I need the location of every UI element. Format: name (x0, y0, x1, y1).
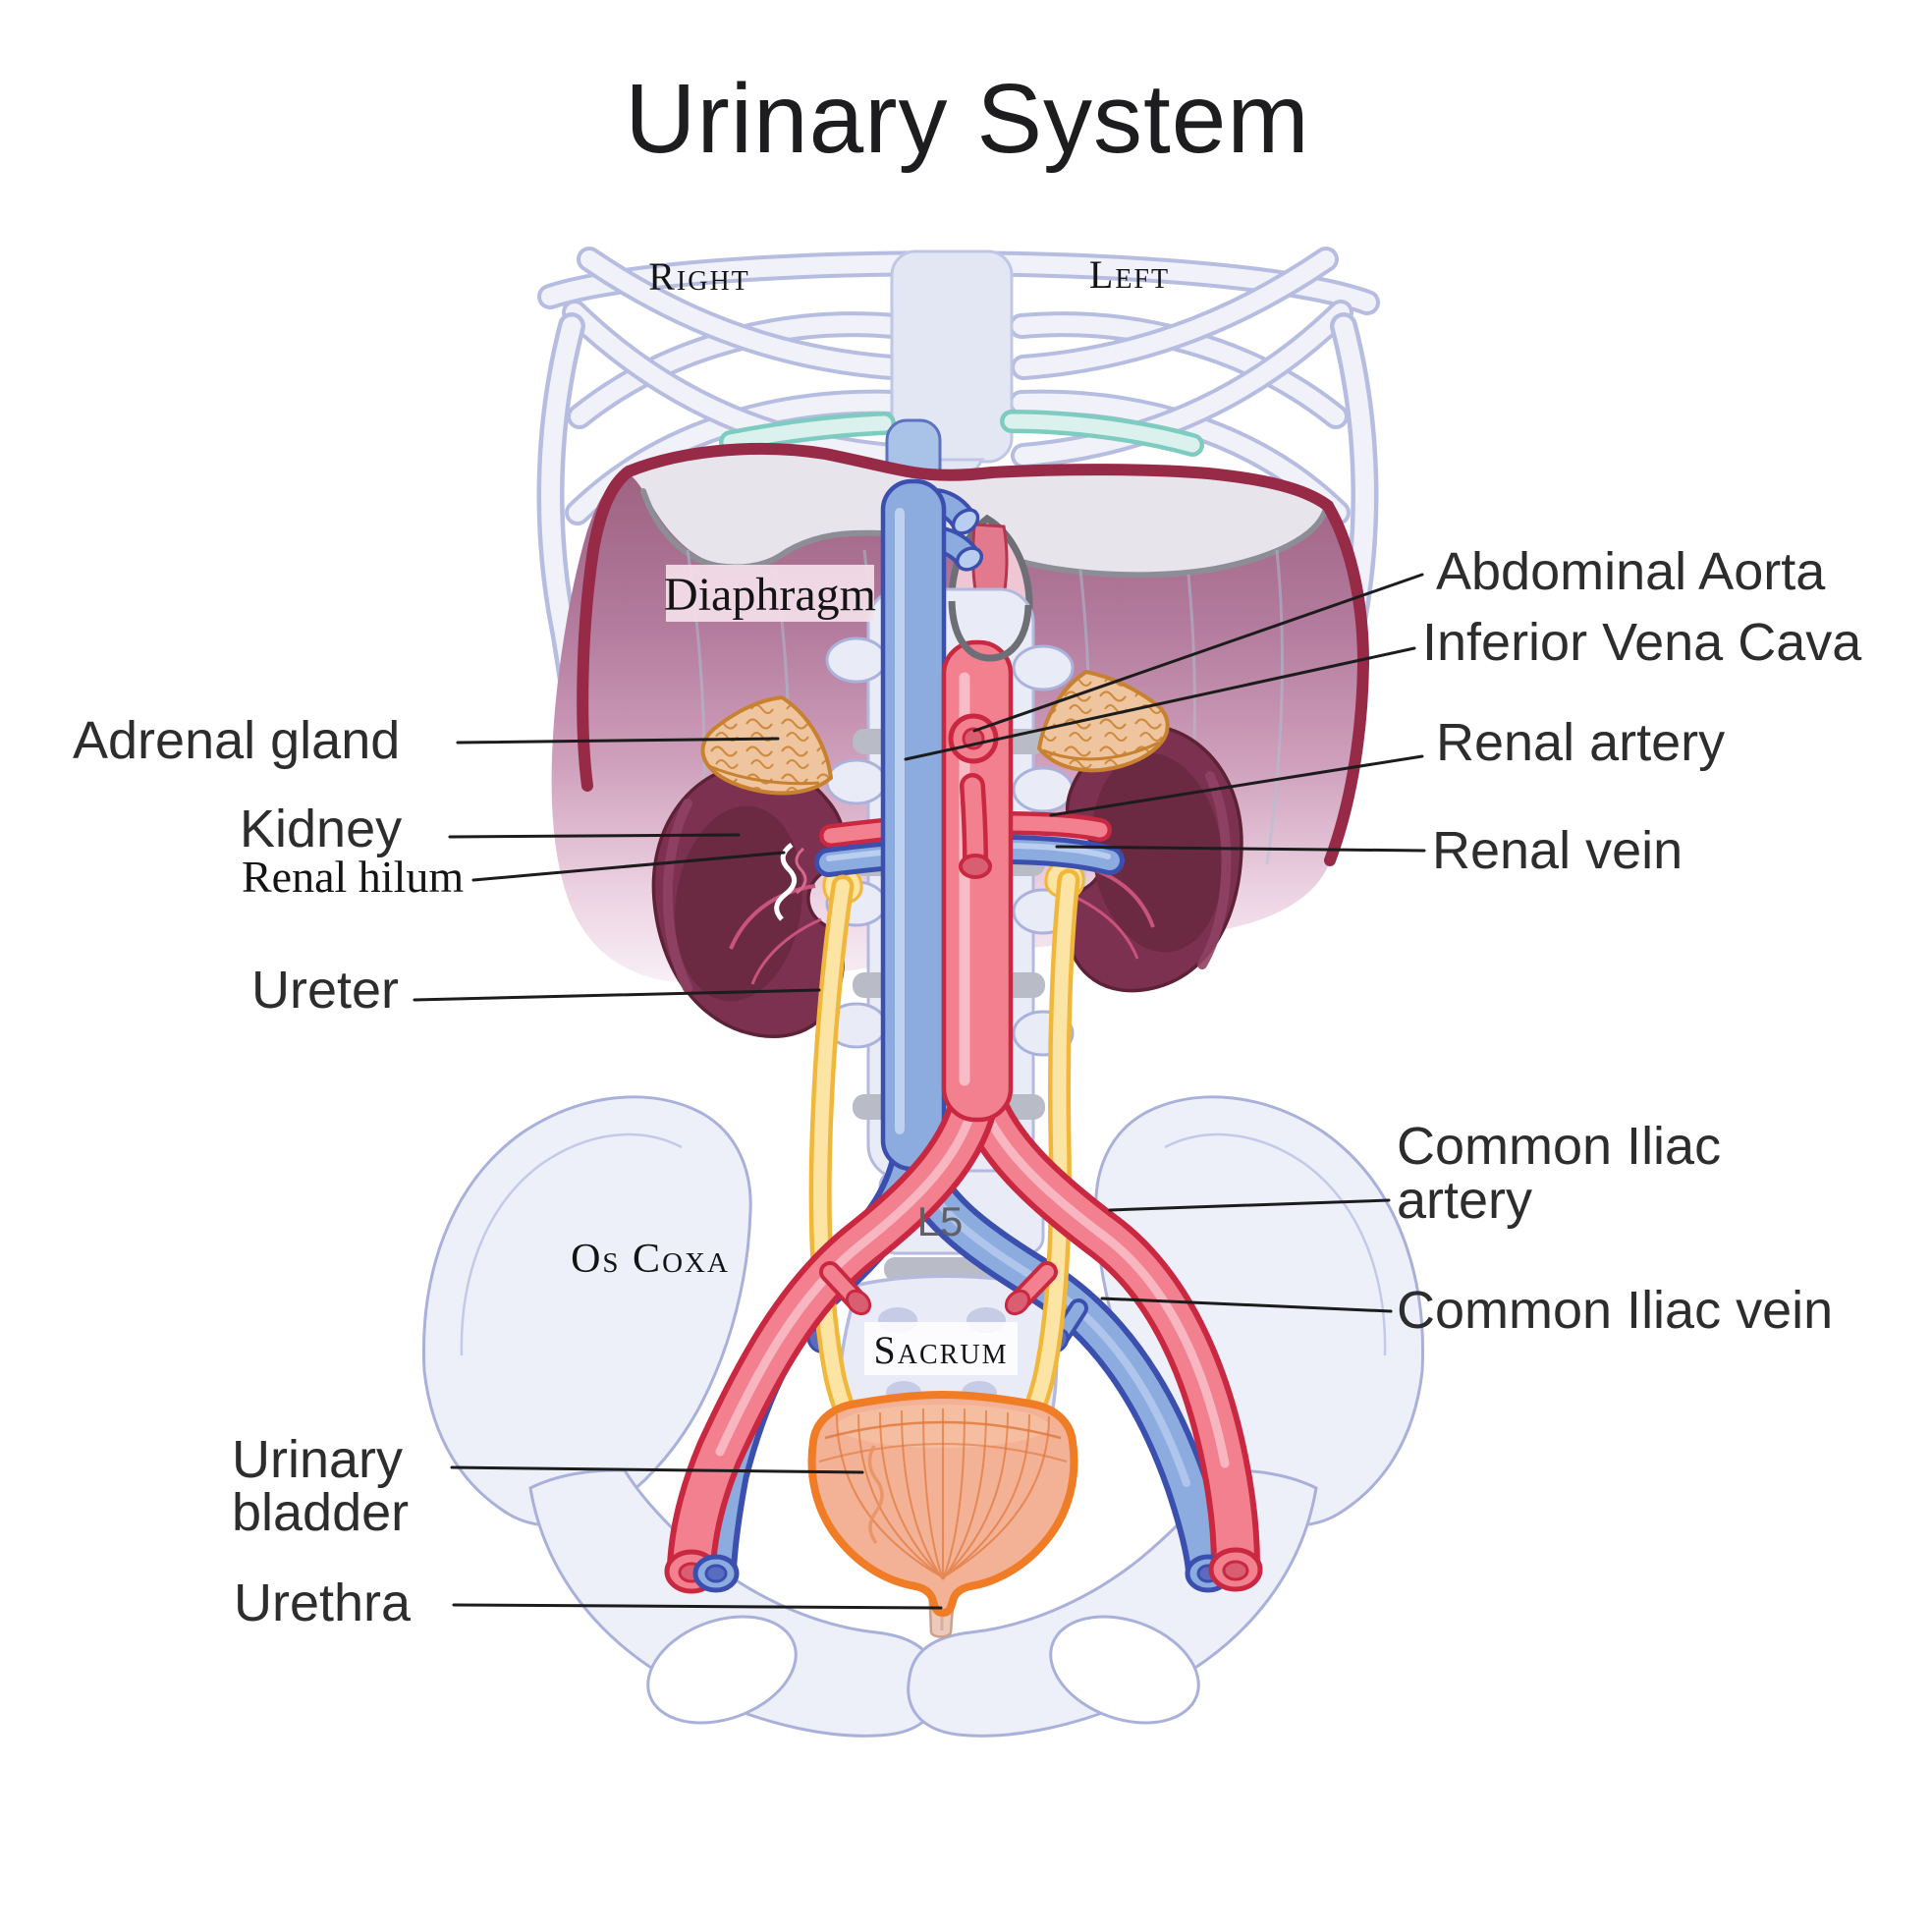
costal-cartilage-right (1000, 410, 1204, 457)
diaphragm-label-background (666, 565, 874, 622)
renal-artery-leader-line (1049, 754, 1424, 817)
inferior-vena-cava-leader-line (904, 646, 1416, 761)
ureter-label: Ureter (251, 961, 399, 1020)
common-iliac-artery-label-line2: artery (1397, 1171, 1532, 1230)
renal-hilum-leader-line (471, 851, 786, 882)
internal-iliac-artery-stub-left (819, 1261, 872, 1316)
common-iliac-artery-right (954, 1068, 1260, 1590)
l5-label: L5 (917, 1198, 964, 1244)
kidney-left-anatomical-right (651, 761, 847, 1038)
renal-vein-label: Renal vein (1432, 821, 1683, 880)
obturator-foramen-left (646, 1615, 798, 1725)
costal-cartilage-left (719, 412, 896, 454)
iliac-crest-line-left (460, 1132, 683, 1356)
renal-vein-leader-line (1055, 845, 1426, 853)
common-iliac-artery-left (667, 1068, 1001, 1590)
common-iliac-artery-label-line1: Common Iliac (1397, 1117, 1721, 1176)
inferior-vena-cava-label: Inferior Vena Cava (1422, 613, 1862, 672)
common-iliac-artery-leader-line (1108, 1198, 1391, 1212)
rib-band (1011, 300, 1353, 469)
urinary-bladder-label-line1: Urinary (232, 1430, 403, 1489)
urethra-leader-line (452, 1603, 943, 1610)
vessel-cut-ends (664, 1547, 1263, 1594)
renal-artery-label: Renal artery (1436, 713, 1725, 772)
sacrum-label-background (864, 1322, 1018, 1375)
os-coxa-label: Os Coxa (571, 1237, 730, 1282)
os-coxa-left (421, 1095, 752, 1527)
abdominal-aorta (941, 639, 1014, 1123)
ureter-leader-line (413, 988, 821, 1002)
adrenal-gland-left (700, 694, 834, 796)
sacrum-label: Sacrum (874, 1328, 1009, 1372)
hiatus-outline-front (948, 600, 1032, 662)
kidney-leader-line (448, 833, 741, 839)
adrenal-gland-leader-line (456, 737, 780, 745)
orientation-left-label: Left (1089, 252, 1170, 297)
kidney-label: Kidney (240, 800, 402, 858)
adrenal-gland-label: Adrenal gland (73, 711, 400, 770)
diaphragm-label: Diaphragm (664, 569, 876, 621)
superior-mesenteric-artery-stub (959, 773, 992, 879)
renal-hilum-label: Renal hilum (242, 852, 464, 902)
page-title: Urinary System (625, 64, 1309, 174)
ureter-left (808, 874, 869, 1446)
orientation-right-label: Right (648, 254, 750, 299)
rib-band (577, 247, 905, 380)
leader-lines (413, 573, 1426, 1610)
celiac-trunk-ring (948, 713, 999, 764)
internal-iliac-artery-stub-right (1004, 1261, 1058, 1316)
renal-hilum (774, 843, 807, 921)
diaphragm-rim (577, 442, 1370, 866)
abdominal-aorta-leader-line (972, 573, 1424, 733)
inferior-vena-cava (880, 478, 984, 1172)
urinary-bladder-label-line2: bladder (232, 1483, 409, 1542)
urinary-bladder-leader-line (450, 1465, 864, 1474)
iliac-crest-line-right (1164, 1132, 1387, 1356)
iliac-artery-lumen-right (1222, 1560, 1249, 1581)
obturator-foramen-right (1049, 1615, 1200, 1725)
urethra-label: Urethra (234, 1573, 412, 1632)
rib-band (1011, 247, 1339, 380)
iliac-vein-lumen-left (704, 1564, 728, 1583)
rib-band (562, 300, 905, 469)
abdominal-aorta-label: Abdominal Aorta (1436, 542, 1826, 601)
urinary-bladder (807, 1390, 1078, 1618)
common-iliac-vein-label: Common Iliac vein (1397, 1281, 1833, 1340)
common-iliac-vein-leader-line (1100, 1297, 1393, 1313)
